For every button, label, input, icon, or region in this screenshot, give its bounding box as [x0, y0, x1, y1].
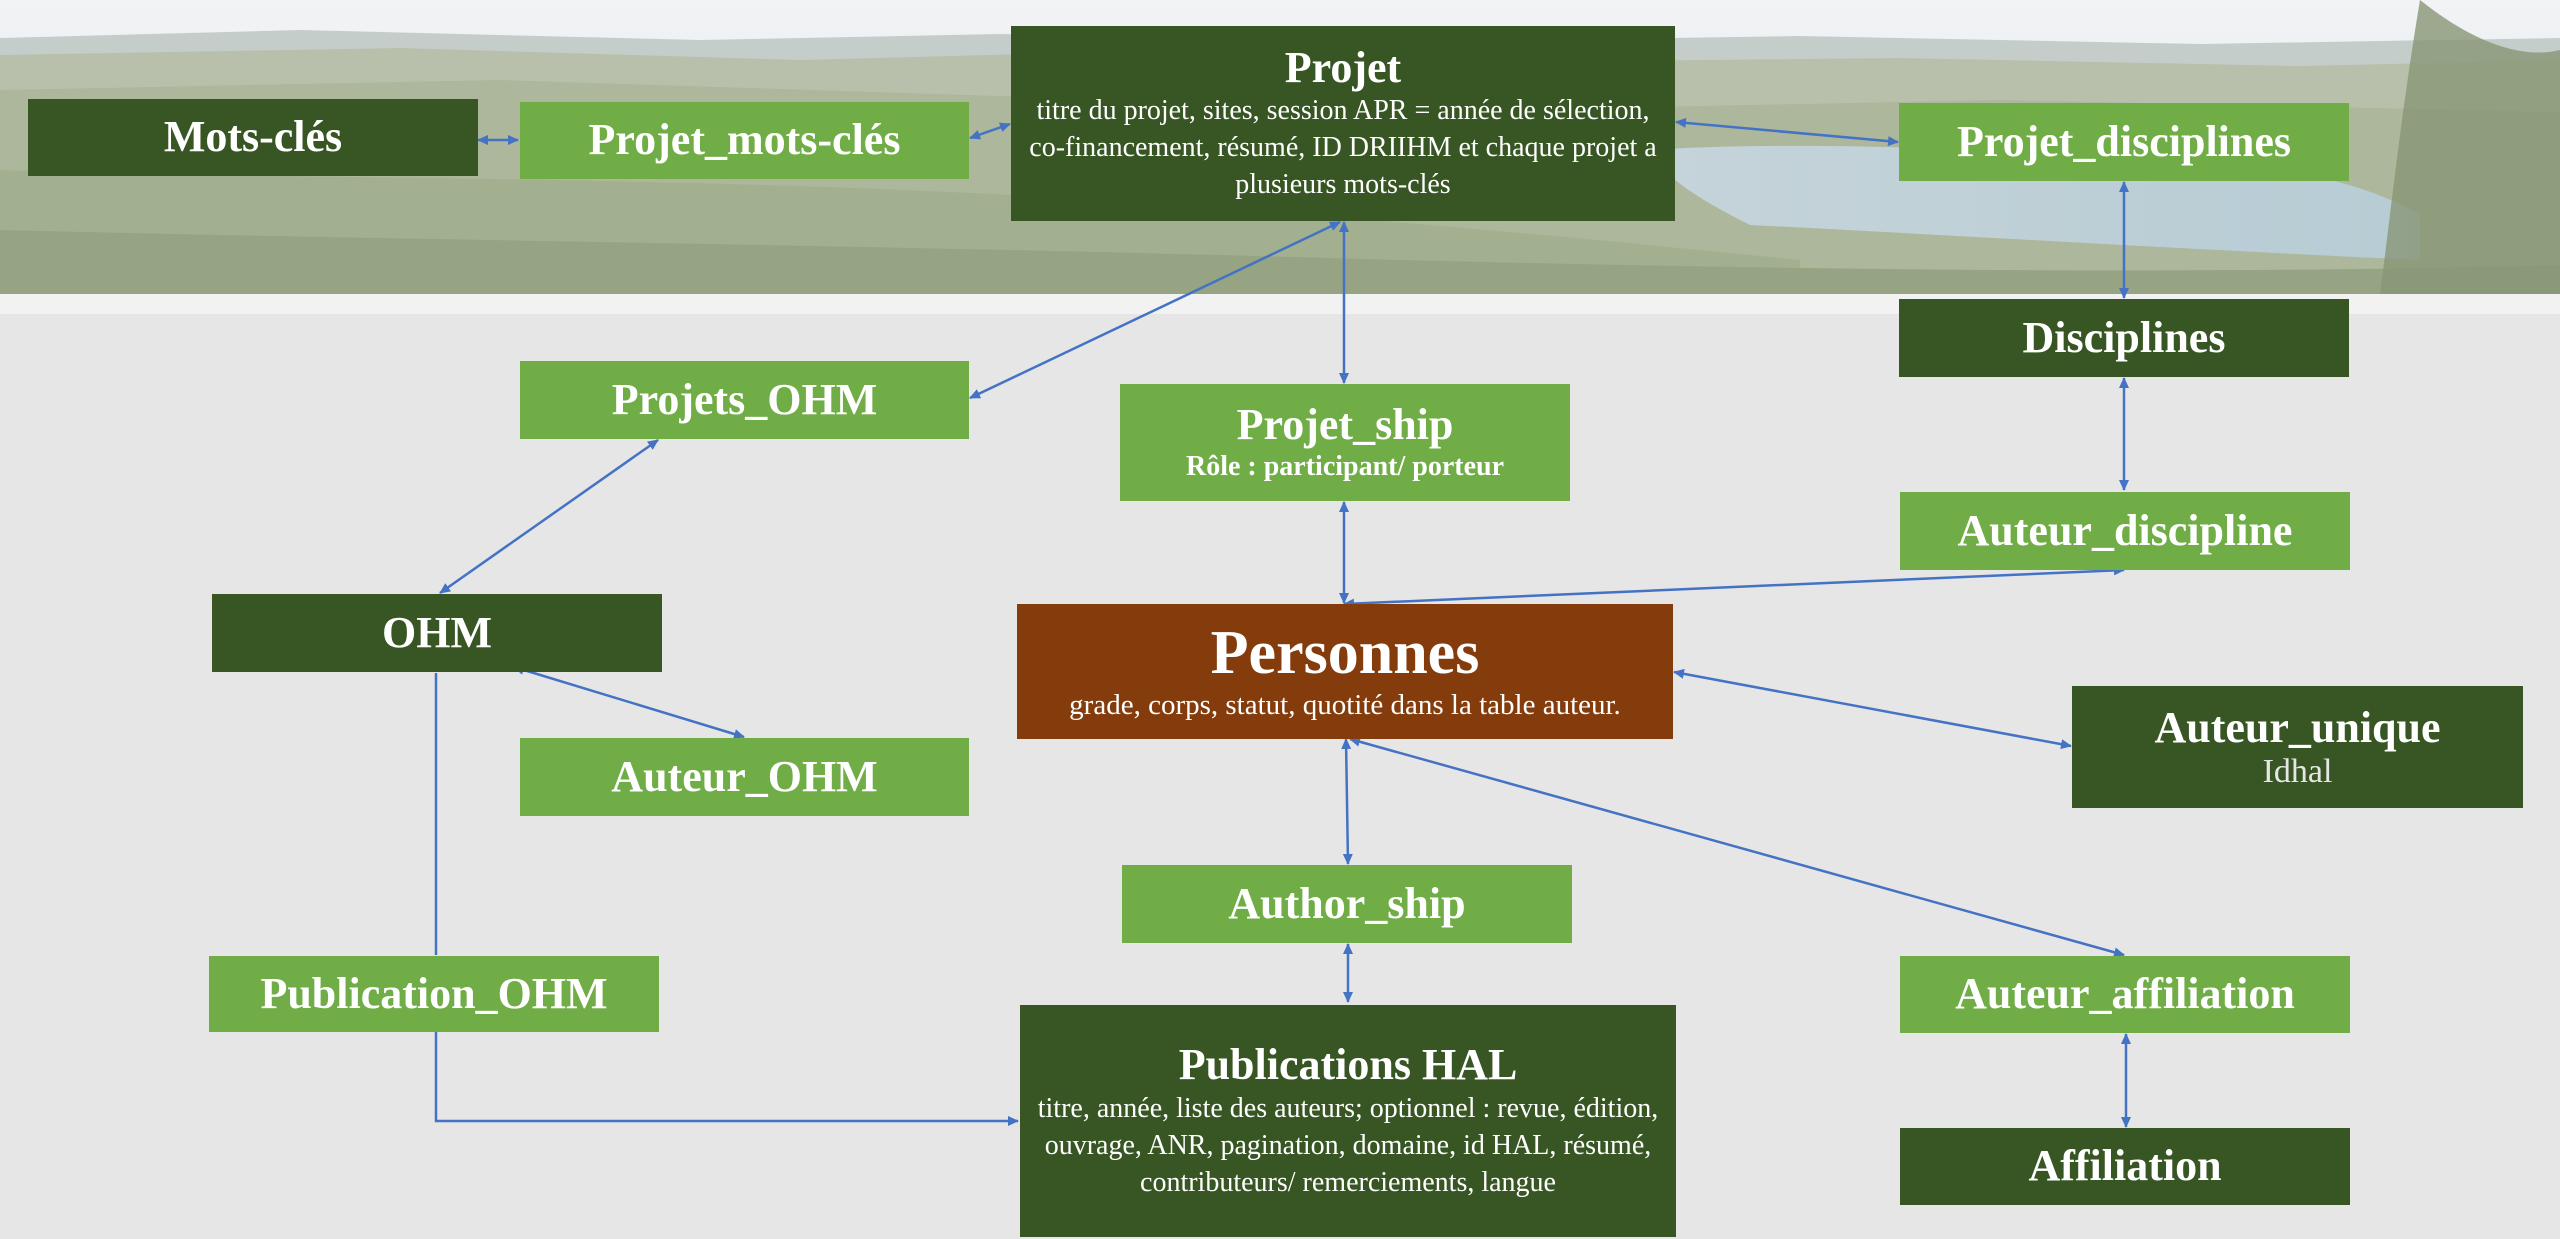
node-disciplines: Disciplines [1899, 299, 2349, 377]
node-auteur-discipline: Auteur_discipline [1900, 492, 2350, 570]
node-auteur-affiliation: Auteur_affiliation [1900, 956, 2350, 1033]
node-projets-ohm-title: Projets_OHM [611, 374, 878, 424]
node-author-ship: Author_ship [1122, 865, 1572, 943]
node-projets-ohm: Projets_OHM [520, 361, 969, 439]
node-projet-ship-title: Projet_ship [1236, 400, 1454, 450]
node-affiliation-title: Affiliation [2028, 1141, 2222, 1191]
node-publication-ohm: Publication_OHM [209, 956, 659, 1032]
node-author-ship-title: Author_ship [1228, 878, 1466, 928]
node-personnes-title: Personnes [1210, 618, 1480, 687]
node-projet-mots-cles: Projet_mots-clés [520, 102, 969, 179]
node-publications-hal: Publications HAL titre, année, liste des… [1020, 1005, 1676, 1237]
node-auteur-unique-desc: Idhal [2262, 752, 2333, 790]
node-affiliation: Affiliation [1900, 1128, 2350, 1205]
node-projet-mots-cles-title: Projet_mots-clés [588, 115, 901, 165]
node-disciplines-title: Disciplines [2022, 312, 2226, 362]
node-auteur-unique: Auteur_unique Idhal [2072, 686, 2523, 808]
node-auteur-unique-title: Auteur_unique [2154, 703, 2441, 753]
node-publications-hal-desc: titre, année, liste des auteurs; optionn… [1037, 1092, 1659, 1198]
edge-personnes-authorship [1341, 738, 1353, 865]
node-projet: Projet titre du projet, sites, session A… [1011, 26, 1675, 221]
node-projet-disciplines: Projet_disciplines [1899, 103, 2349, 181]
node-auteur-affiliation-title: Auteur_affiliation [1955, 969, 2295, 1019]
node-projet-title: Projet [1284, 42, 1402, 92]
node-publications-hal-title: Publications HAL [1178, 1040, 1518, 1090]
edge-personnes-auteurunique [1673, 668, 2072, 750]
node-projet-desc: titre du projet, sites, session APR = an… [1029, 95, 1657, 201]
node-personnes-desc: grade, corps, statut, quotité dans la ta… [1069, 689, 1621, 722]
node-mots-cles: Mots-clés [28, 99, 478, 176]
node-projet-disciplines-title: Projet_disciplines [1956, 116, 2292, 166]
edge-ohm-auteurohm [513, 665, 745, 739]
node-projet-ship-desc: Rôle : participant/ porteur [1185, 450, 1505, 482]
node-ohm: OHM [212, 594, 662, 672]
node-projet-ship: Projet_ship Rôle : participant/ porteur [1120, 384, 1570, 501]
node-auteur-discipline-title: Auteur_discipline [1957, 505, 2293, 555]
node-mots-cles-title: Mots-clés [163, 112, 343, 162]
node-ohm-title: OHM [382, 607, 492, 657]
node-auteur-ohm-title: Auteur_OHM [611, 751, 878, 801]
edge-publicationohm-publicationshal [434, 1032, 1019, 1126]
node-auteur-ohm: Auteur_OHM [520, 738, 969, 816]
edge-projetsohm-ohm [439, 438, 659, 595]
node-publication-ohm-title: Publication_OHM [260, 968, 608, 1018]
edge-personnes-auteurdiscipline [1343, 565, 2125, 609]
node-personnes: Personnes grade, corps, statut, quotité … [1017, 604, 1673, 739]
